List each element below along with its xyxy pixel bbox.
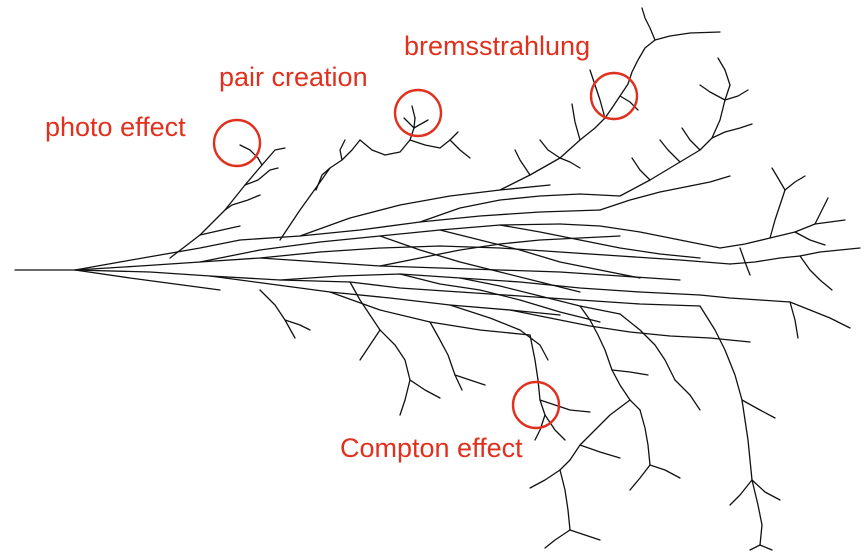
pair-creation-label: pair creation xyxy=(219,64,368,91)
compton-effect-label: Compton effect xyxy=(340,435,523,462)
shower-tracks xyxy=(15,8,860,550)
bremsstrahlung-circle xyxy=(591,73,637,119)
bremsstrahlung-label: bremsstrahlung xyxy=(404,33,590,60)
pair-creation-circle xyxy=(395,90,441,136)
process-markers xyxy=(214,73,637,428)
compton-effect-circle xyxy=(513,382,559,428)
photo-effect-circle xyxy=(214,120,260,166)
photo-effect-label: photo effect xyxy=(45,114,186,141)
